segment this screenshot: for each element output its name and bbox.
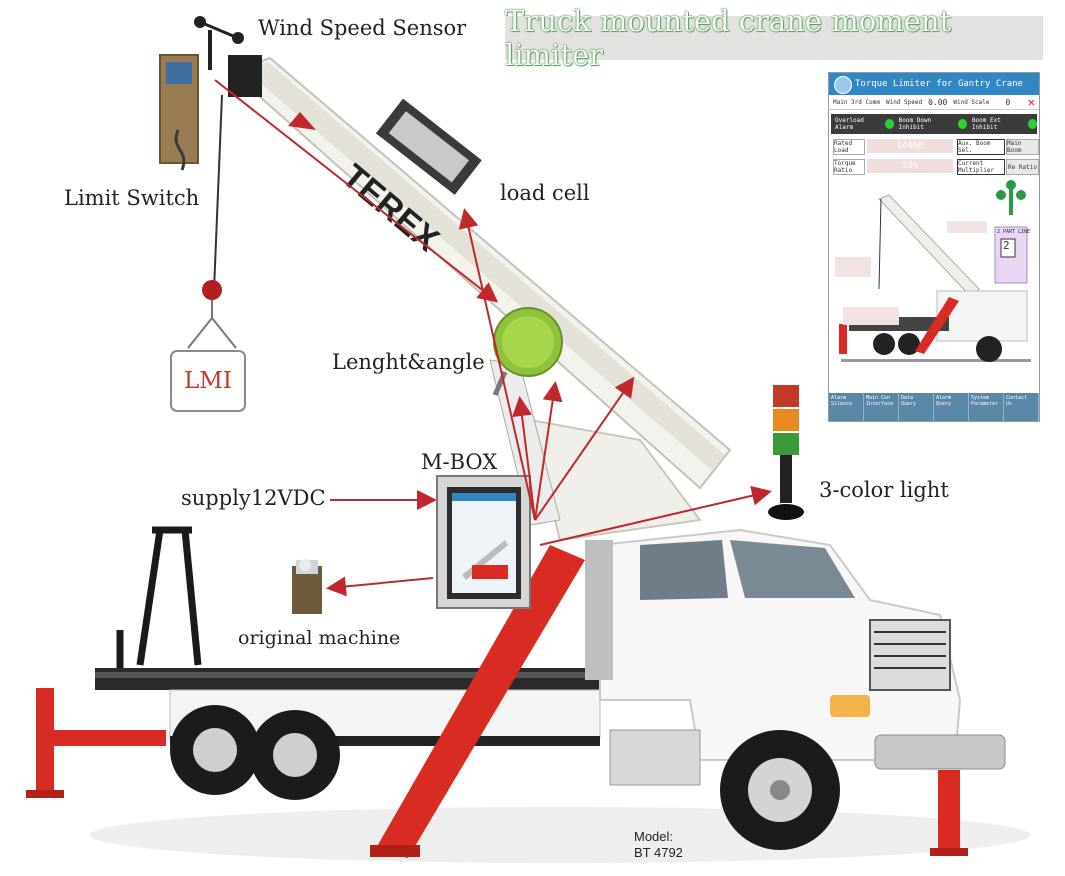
close-icon[interactable]: ✕ (1027, 95, 1035, 109)
hmi-nav-contact-us[interactable]: Contact Us (1004, 393, 1039, 421)
boom-ext-indicator-icon (1028, 119, 1037, 129)
hmi-nav-alarm-silence[interactable]: Alarm Silence (829, 393, 864, 421)
red-support-arm (370, 545, 585, 858)
hmi-wind-scale-value: 0 (1005, 97, 1011, 107)
hook-assembly (187, 94, 237, 349)
hmi-title-bar: Torque Limiter for Gantry Crane (829, 73, 1039, 95)
overload-indicator-icon (884, 119, 894, 129)
label-limit-switch: Limit Switch (64, 186, 200, 210)
rear-outrigger-left (26, 688, 166, 798)
label-three-color-light: 3-color light (819, 478, 949, 502)
hmi-main-3rd-comm: Main 3rd Comm (833, 98, 880, 106)
hmi-current-multiplier-button[interactable]: Current Multiplier (957, 159, 1005, 175)
page-title: Truck mounted crane moment limiter (505, 4, 1043, 72)
mbox-device (436, 475, 531, 609)
hmi-wind-speed-label: Wind Speed (885, 98, 923, 106)
limit-switch-device (159, 54, 199, 171)
front-outrigger (930, 770, 968, 856)
callout-arrows (214, 79, 772, 597)
flatbed (95, 668, 605, 746)
hmi-re-ratio-button[interactable]: Re Ratio (1006, 159, 1039, 175)
hmi-boom-down-inhibit: Boom Down Inhibit (898, 117, 932, 131)
label-wind-speed-sensor: Wind Speed Sensor (258, 16, 467, 40)
hmi-aux-boom-sel-button[interactable]: Aux. Boom Sel. (957, 139, 1005, 155)
hmi-torque-ratio-label: Torque Ratio (833, 159, 865, 175)
length-angle-sensor (492, 307, 563, 396)
hmi-alarm-row: Overload Alarm Boom Down Inhibit Boom Ex… (831, 114, 1037, 134)
hmi-wind-speed-value: 0.00 (928, 97, 948, 107)
hmi-part-line-label: 2 PART LINE (997, 229, 1031, 235)
label-mbox: M-BOX (421, 450, 498, 474)
hmi-rated-load-label: Rated Load (833, 139, 865, 155)
hmi-rated-load-value: 14460 (867, 139, 953, 153)
label-original-machine: original machine (238, 627, 401, 649)
model-label: Model: (634, 829, 674, 844)
hmi-nav-bar: Alarm Silence Main Con Interface Data Qu… (829, 393, 1039, 421)
rear-stand (116, 526, 202, 670)
hmi-crane-diagram (835, 180, 1031, 362)
load-cell-device (375, 98, 482, 195)
hmi-nav-data-query[interactable]: Data Query (899, 393, 934, 421)
label-length-angle: Lenght&angle (332, 350, 485, 374)
hmi-overload-alarm: Overload Alarm (835, 117, 864, 131)
lmi-label: LMI (184, 368, 232, 394)
lmi-box: LMI (170, 350, 246, 412)
wind-speed-sensor-icon (194, 16, 244, 70)
rear-wheels (170, 705, 340, 800)
hmi-main-boom-button[interactable]: Main Boom (1006, 139, 1039, 155)
hmi-nav-main-con-interface[interactable]: Main Con Interface (864, 393, 899, 421)
hmi-logo-icon (834, 76, 852, 94)
front-wheel (720, 730, 840, 850)
hmi-status-row: Main 3rd Comm Wind Speed 0.00 Wind Scale… (829, 95, 1039, 110)
hmi-wind-sensor-icon (996, 180, 1026, 215)
label-load-cell: load cell (500, 181, 590, 205)
model-value: BT 4792 (634, 845, 683, 860)
hmi-title: Torque Limiter for Gantry Crane (855, 79, 1023, 89)
three-color-light-tower (768, 385, 804, 520)
model-caption: Model: BT 4792 (634, 829, 683, 861)
truck-cab (585, 528, 1006, 786)
hmi-nav-alarm-query[interactable]: Alarm Query (934, 393, 969, 421)
boom-down-indicator-icon (958, 119, 967, 129)
hmi-wind-scale-label: Wind Scale (953, 98, 990, 106)
hmi-panel: Torque Limiter for Gantry Crane Main 3rd… (828, 72, 1040, 422)
original-machine-valve (292, 559, 322, 614)
hmi-torque-ratio-value: 23% (867, 159, 953, 173)
label-supply: supply12VDC (181, 486, 326, 510)
hmi-boom-ext-inhibit: Boom Ext Inhibit (971, 117, 1001, 131)
hmi-nav-system-parameter[interactable]: System Parameter (969, 393, 1004, 421)
hmi-part-line-value: 2 (1003, 239, 1010, 252)
